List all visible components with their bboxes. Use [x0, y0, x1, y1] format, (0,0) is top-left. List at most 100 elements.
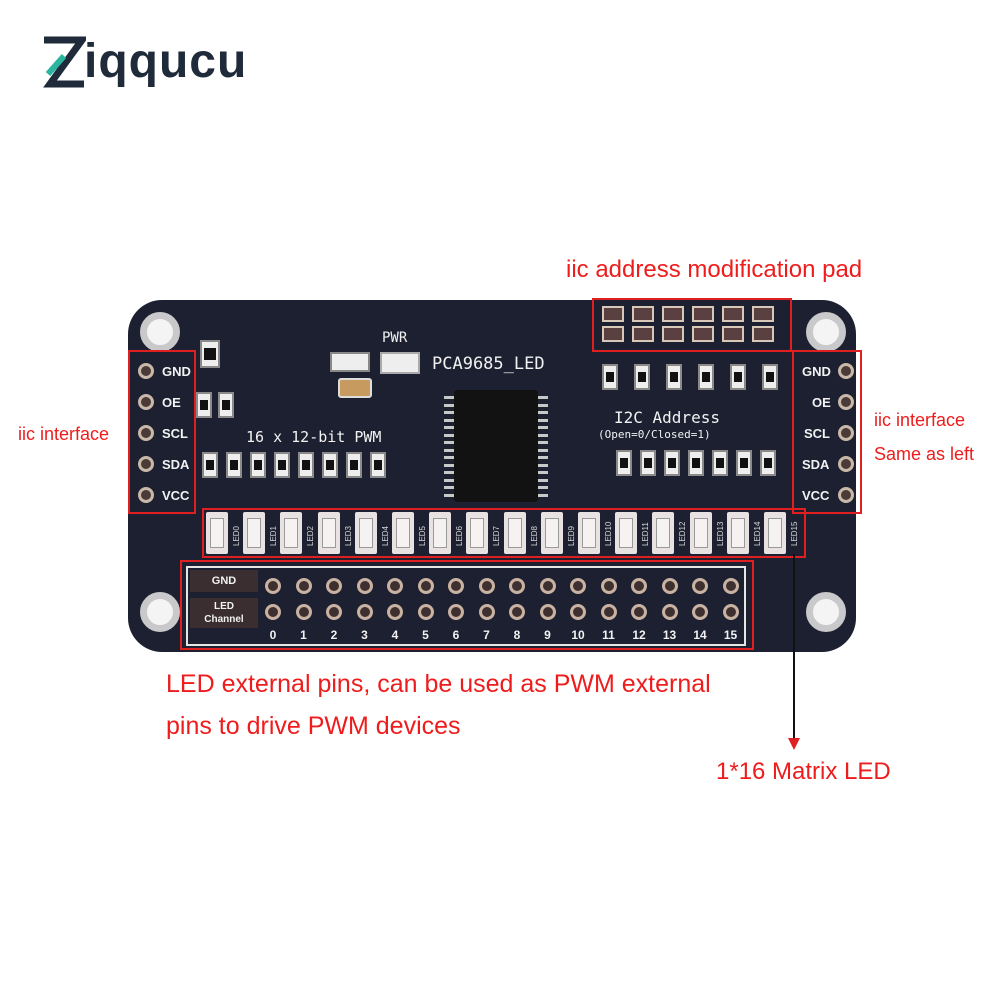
chip-leg — [444, 471, 454, 474]
address-pad — [722, 306, 744, 322]
header-channel-number: 10 — [571, 628, 585, 642]
resistor — [346, 452, 362, 478]
mounting-hole-top-right — [806, 312, 846, 352]
chip-leg — [538, 396, 548, 399]
right-pin-label: SDA — [802, 457, 830, 472]
matrix-led — [466, 512, 489, 554]
pwm-label: 16 x 12-bit PWM — [246, 428, 382, 446]
model-label: PCA9685_LED — [432, 354, 545, 374]
pca9685-chip — [444, 390, 548, 502]
left-pin-gnd — [138, 363, 154, 379]
address-pad — [752, 306, 774, 322]
capacitor — [338, 378, 372, 398]
matrix-led — [206, 512, 228, 554]
chip-leg — [444, 493, 454, 497]
brand-name: iqqucu — [84, 35, 248, 88]
header-channel-number: 11 — [602, 628, 615, 642]
resistor — [666, 364, 682, 390]
chip-leg — [444, 418, 454, 422]
resistor — [298, 452, 314, 478]
chip-leg — [444, 448, 454, 452]
header-gnd-pin — [692, 578, 708, 594]
matrix-led — [503, 512, 526, 554]
address-pad — [602, 306, 624, 322]
matrix-led — [689, 512, 712, 554]
right-pin-label: GND — [802, 364, 831, 379]
header-gnd-pin — [326, 578, 342, 594]
header-channel-number: 6 — [452, 628, 460, 642]
chip-leg — [538, 493, 548, 497]
header-channel-pin — [265, 604, 281, 620]
left-pin-label: GND — [162, 364, 191, 379]
header-channel-number: 1 — [300, 628, 307, 642]
resistor — [664, 450, 680, 476]
header-gnd-label: GND — [190, 570, 258, 592]
annotation-ext-pins-line2: pins to drive PWM devices — [166, 712, 461, 740]
left-pin-scl — [138, 425, 154, 441]
header-gnd-pin — [417, 578, 434, 594]
annotation-right-iic-same: Same as left — [874, 444, 975, 464]
annotation-box-header — [180, 560, 754, 650]
right-pin-label: VCC — [802, 488, 830, 503]
resistor — [226, 452, 242, 478]
chip-leg — [538, 463, 548, 467]
right-pin-gnd — [838, 363, 854, 379]
resistor — [712, 450, 728, 476]
header-gnd-pin — [539, 578, 556, 594]
chip-leg — [538, 448, 548, 452]
address-pad — [632, 326, 654, 342]
resistor — [322, 452, 338, 478]
header-channel-pin — [539, 604, 556, 620]
header-channel-pin — [356, 604, 373, 620]
matrix-led — [429, 512, 452, 554]
header-gnd-pin — [570, 578, 586, 594]
header-gnd-pin — [265, 578, 281, 594]
chip-leg — [444, 396, 454, 399]
chip-leg — [444, 403, 454, 407]
resistor — [640, 450, 656, 476]
address-pad — [722, 326, 744, 342]
matrix-led — [243, 512, 266, 554]
right-pin-oe — [838, 394, 854, 410]
header-channel-number: 15 — [723, 628, 738, 642]
left-pin-label: SCL — [162, 426, 188, 441]
chip-leg — [538, 403, 548, 407]
matrix-led — [578, 512, 600, 554]
address-pad — [692, 306, 714, 322]
resistor — [202, 452, 218, 478]
matrix-led — [726, 512, 749, 554]
matrix-led — [280, 512, 303, 554]
annotation-matrix-led: 1*16 Matrix LED — [716, 758, 891, 785]
annotation-box-address-pad — [592, 298, 792, 352]
header-channel-pin — [692, 604, 708, 620]
chip-leg — [538, 456, 548, 459]
matrix-led — [652, 512, 675, 554]
i2c-address-label: I2C Address — [614, 408, 720, 427]
matrix-led — [354, 512, 377, 554]
resistor — [274, 452, 290, 478]
resistor — [218, 392, 234, 418]
header-channel-pin — [295, 604, 312, 620]
header-channel-number: 7 — [483, 628, 490, 642]
header-channel-number: 14 — [693, 628, 707, 642]
chip-leg — [444, 463, 454, 467]
left-pin-label: SDA — [162, 457, 190, 472]
chip-leg — [538, 433, 548, 437]
header-channel-pin — [722, 604, 739, 620]
chip-leg — [444, 456, 454, 459]
header-channel-pin — [509, 604, 525, 620]
annotation-address-pad: iic address modification pad — [566, 256, 863, 283]
header-channel-pin — [600, 604, 617, 620]
chip-leg — [444, 441, 454, 444]
right-pin-label: SCL — [804, 426, 830, 441]
chip-leg — [538, 441, 548, 444]
header-gnd-pin — [295, 578, 312, 594]
header-gnd-pin — [600, 578, 617, 594]
right-pin-scl — [838, 425, 854, 441]
header-gnd-pin — [478, 578, 495, 594]
right-pin-sda — [838, 456, 854, 472]
header-channel-number: 3 — [361, 628, 368, 642]
capacitor — [330, 352, 370, 372]
left-pin-vcc — [138, 487, 154, 503]
header-gnd-pin — [509, 578, 525, 594]
